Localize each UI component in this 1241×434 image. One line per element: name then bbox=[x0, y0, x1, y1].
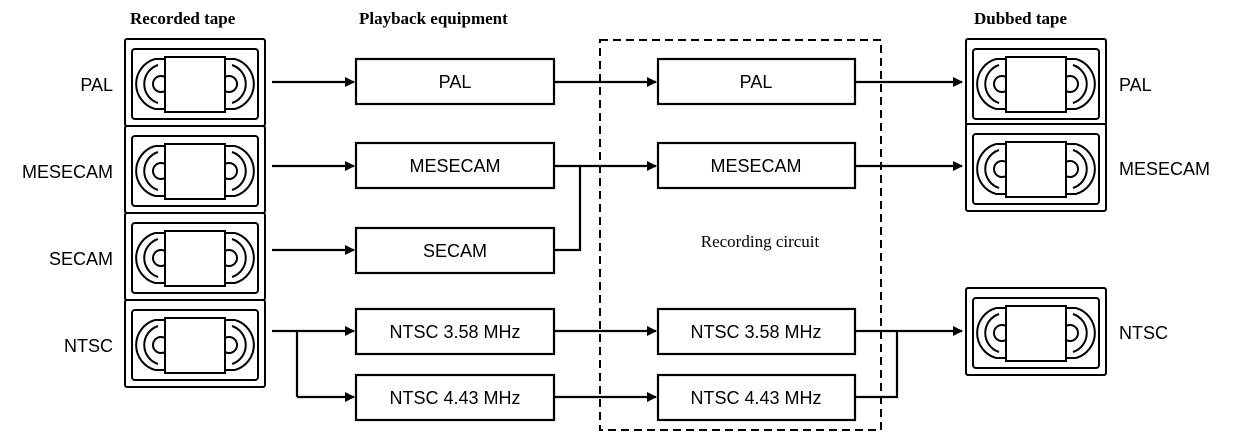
playback-box-ntsc-443 bbox=[354, 373, 556, 422]
recording-circuit-label: Recording circuit bbox=[701, 232, 820, 251]
recording-circuit-region bbox=[599, 39, 882, 431]
vhs-cassette-icon bbox=[965, 123, 1107, 212]
playback-label-ntsc-358: NTSC 3.58 MHz bbox=[389, 322, 520, 342]
playback-box-secam bbox=[354, 226, 556, 275]
vhs-cassette-icon bbox=[124, 299, 266, 388]
secam-merge-wire bbox=[554, 166, 582, 252]
vhs-cassette-icon bbox=[124, 38, 266, 127]
recorded-label-pal: PAL bbox=[80, 75, 113, 95]
ntsc-merge-wire bbox=[855, 331, 899, 399]
record-label-mesecam: MESECAM bbox=[710, 156, 801, 176]
dubbed-label-mesecam: MESECAM bbox=[1119, 159, 1210, 179]
vhs-cassette-icon bbox=[124, 212, 266, 301]
vhs-cassette-icon bbox=[965, 38, 1107, 127]
record-label-ntsc-358: NTSC 3.58 MHz bbox=[690, 322, 821, 342]
recorded-label-mesecam: MESECAM bbox=[22, 162, 113, 182]
playback-box-ntsc-358 bbox=[354, 307, 556, 356]
record-label-ntsc-443: NTSC 4.43 MHz bbox=[690, 388, 821, 408]
dubbed-label-ntsc: NTSC bbox=[1119, 323, 1168, 343]
header-playback-equipment: Playback equipment bbox=[359, 9, 508, 28]
playback-label-mesecam: MESECAM bbox=[409, 156, 500, 176]
playback-label-pal: PAL bbox=[439, 72, 472, 92]
recorded-label-ntsc: NTSC bbox=[64, 336, 113, 356]
playback-box-mesecam bbox=[354, 141, 556, 190]
header-dubbed-tape: Dubbed tape bbox=[974, 9, 1068, 28]
playback-label-ntsc-443: NTSC 4.43 MHz bbox=[389, 388, 520, 408]
vhs-cassette-icon bbox=[124, 125, 266, 214]
ntsc-split-wire bbox=[272, 329, 299, 397]
record-box-pal bbox=[656, 57, 857, 106]
recorded-label-secam: SECAM bbox=[49, 249, 113, 269]
playback-label-secam: SECAM bbox=[423, 241, 487, 261]
dubbed-label-pal: PAL bbox=[1119, 75, 1152, 95]
header-recorded-tape: Recorded tape bbox=[130, 9, 236, 28]
record-box-mesecam bbox=[656, 141, 857, 190]
record-label-pal: PAL bbox=[740, 72, 773, 92]
record-box-ntsc-358 bbox=[656, 307, 857, 356]
vhs-cassette-icon bbox=[965, 287, 1107, 376]
record-box-ntsc-443 bbox=[656, 373, 857, 422]
playback-box-pal bbox=[354, 57, 556, 106]
